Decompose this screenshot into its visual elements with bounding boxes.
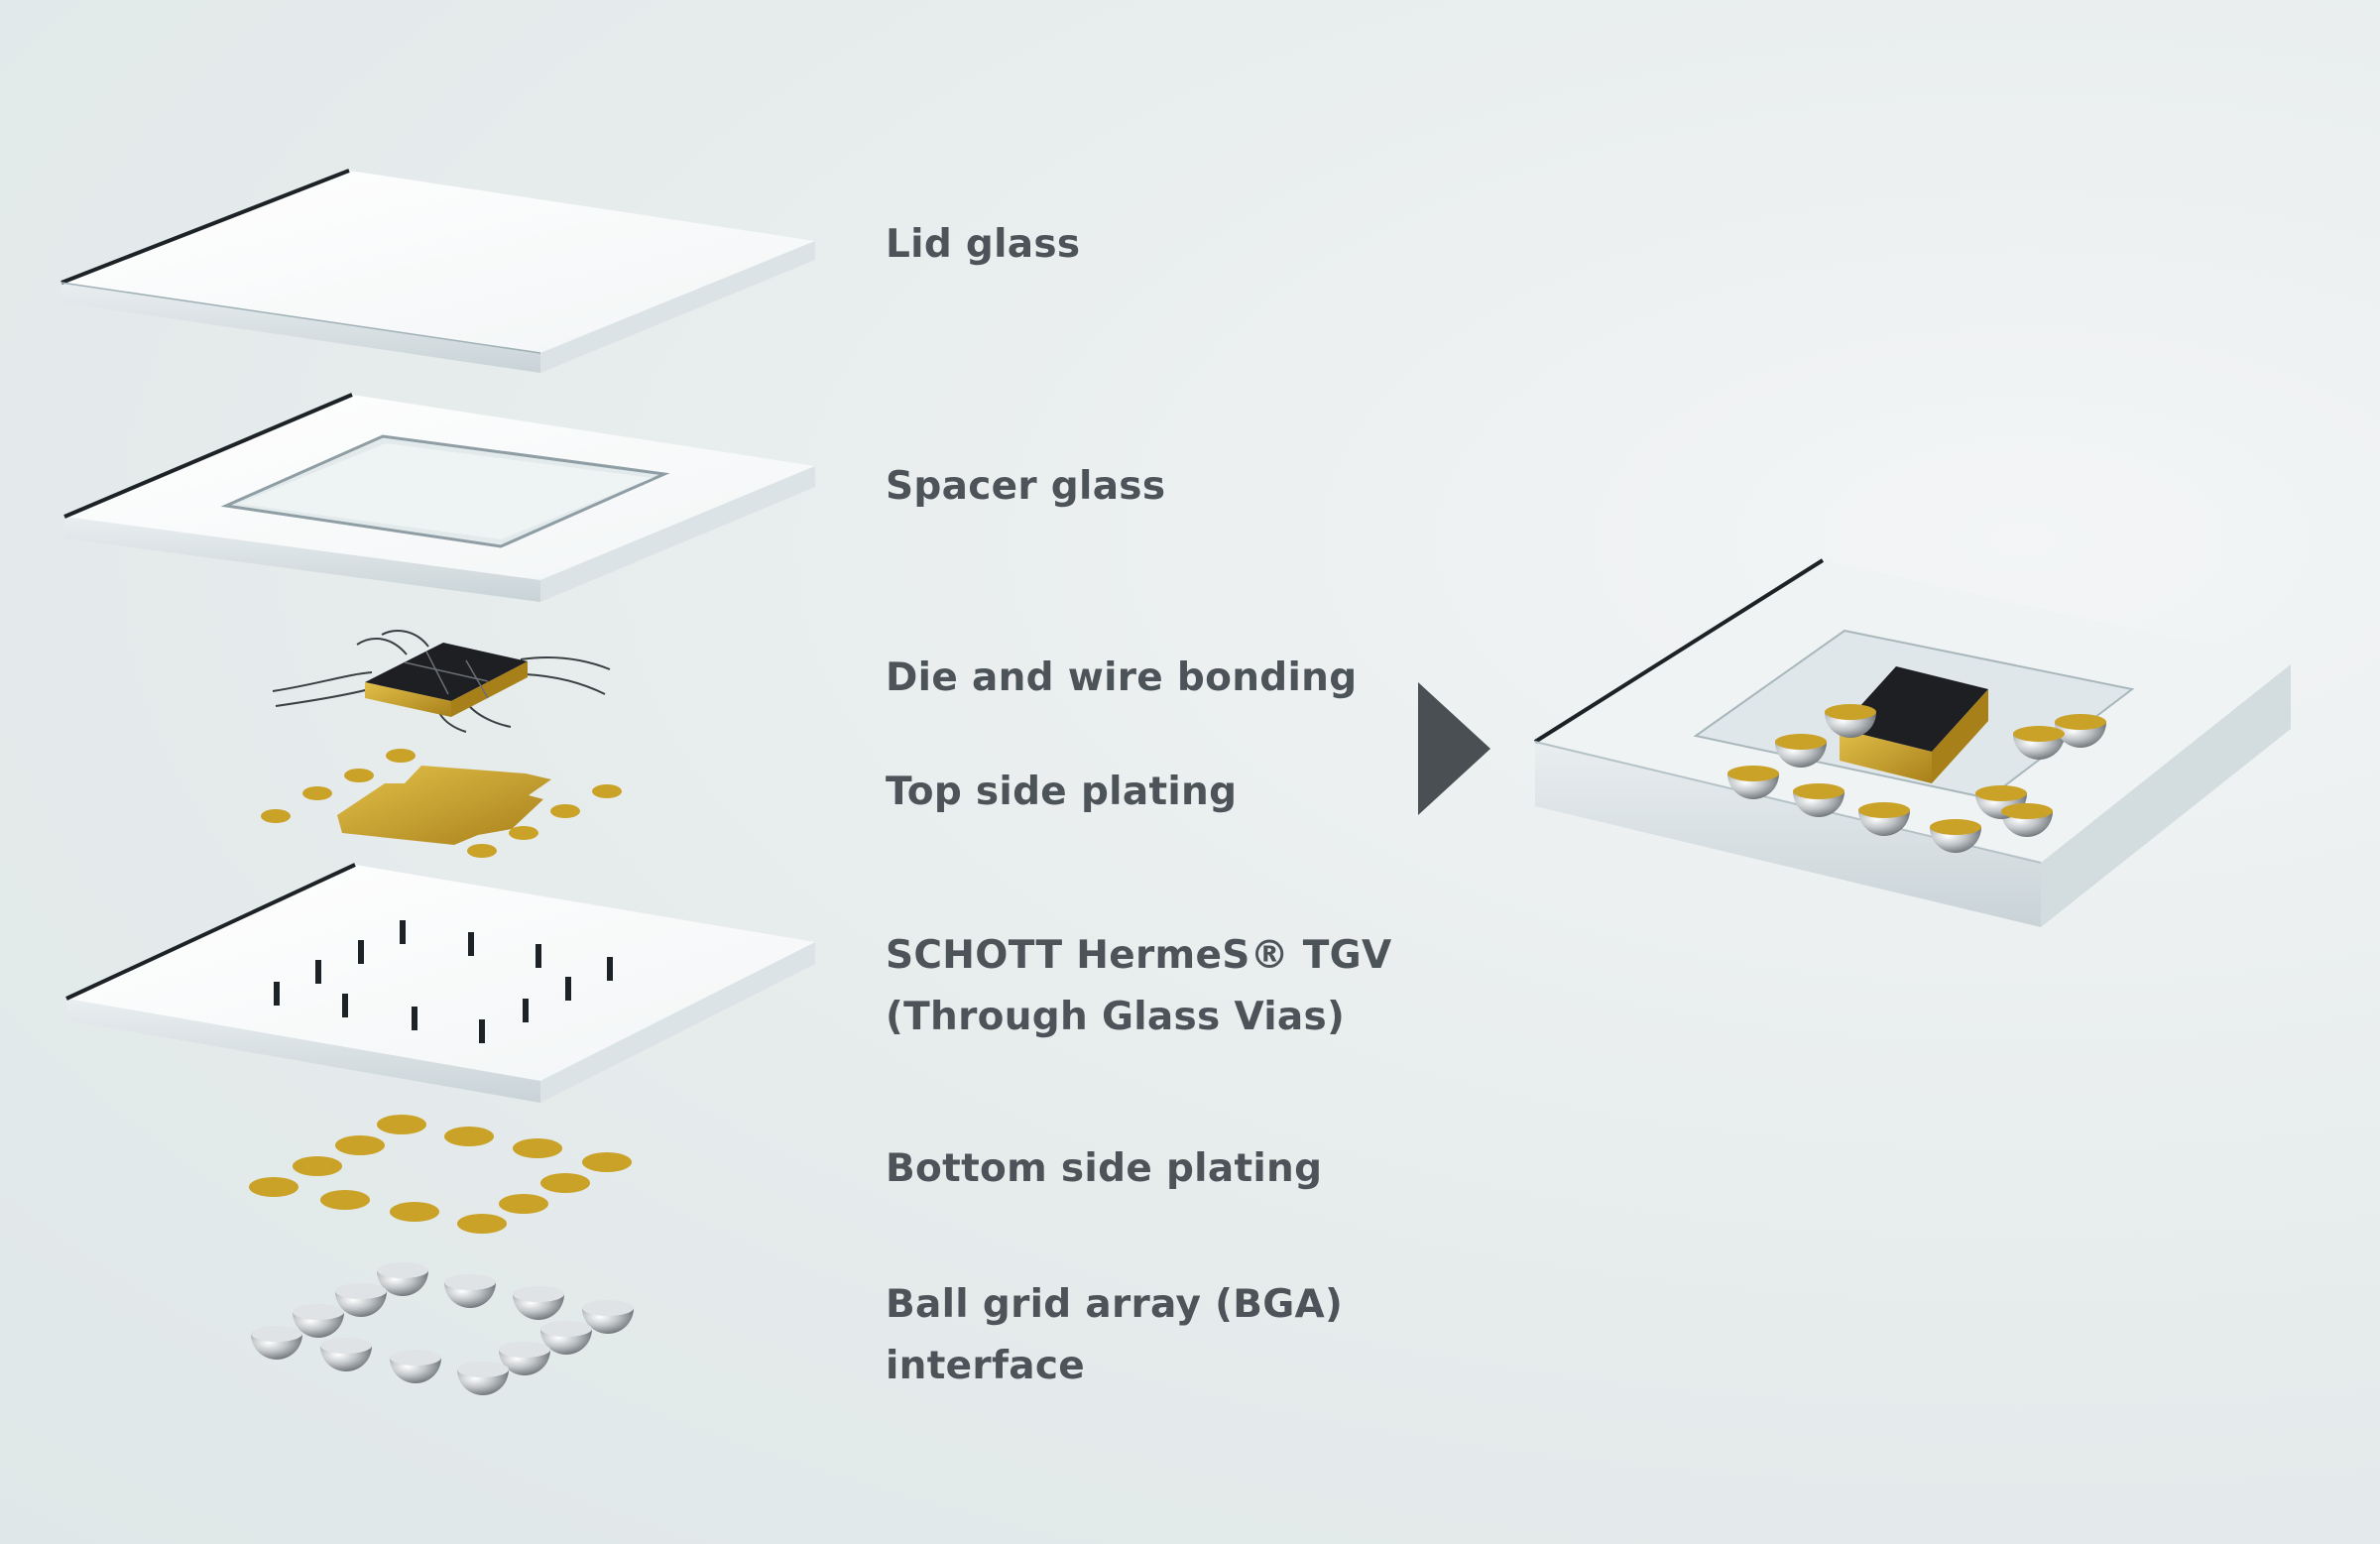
- lid-glass-plate: [60, 169, 815, 373]
- tgv-glass-plate: [65, 863, 815, 1103]
- label-bga-line1: Ball grid array (BGA): [886, 1282, 1344, 1327]
- through-glass-vias: [274, 920, 613, 1043]
- top-side-plating-pads: [261, 749, 622, 858]
- die-with-wire-bonds: [272, 630, 611, 733]
- assembly-arrow-icon: [1418, 682, 1490, 815]
- label-die-wire-bonding: Die and wire bonding: [886, 655, 1358, 700]
- label-tgv-line2: (Through Glass Vias): [886, 995, 1346, 1039]
- assembled-package: [1533, 558, 2291, 927]
- label-bottom-side-plating: Bottom side plating: [886, 1146, 1323, 1191]
- label-lid-glass: Lid glass: [886, 222, 1081, 267]
- label-bga-line2: interface: [886, 1344, 1086, 1388]
- label-spacer-glass: Spacer glass: [886, 464, 1166, 509]
- bga-solder-balls: [251, 1262, 634, 1395]
- label-top-side-plating: Top side plating: [886, 770, 1238, 814]
- bottom-side-plating-pads: [249, 1115, 632, 1234]
- assembled-gold-pads: [1727, 704, 2106, 835]
- assembled-die: [1840, 666, 1988, 783]
- spacer-glass-plate: [63, 393, 815, 602]
- label-tgv-line1: SCHOTT HermeS® TGV: [886, 933, 1392, 978]
